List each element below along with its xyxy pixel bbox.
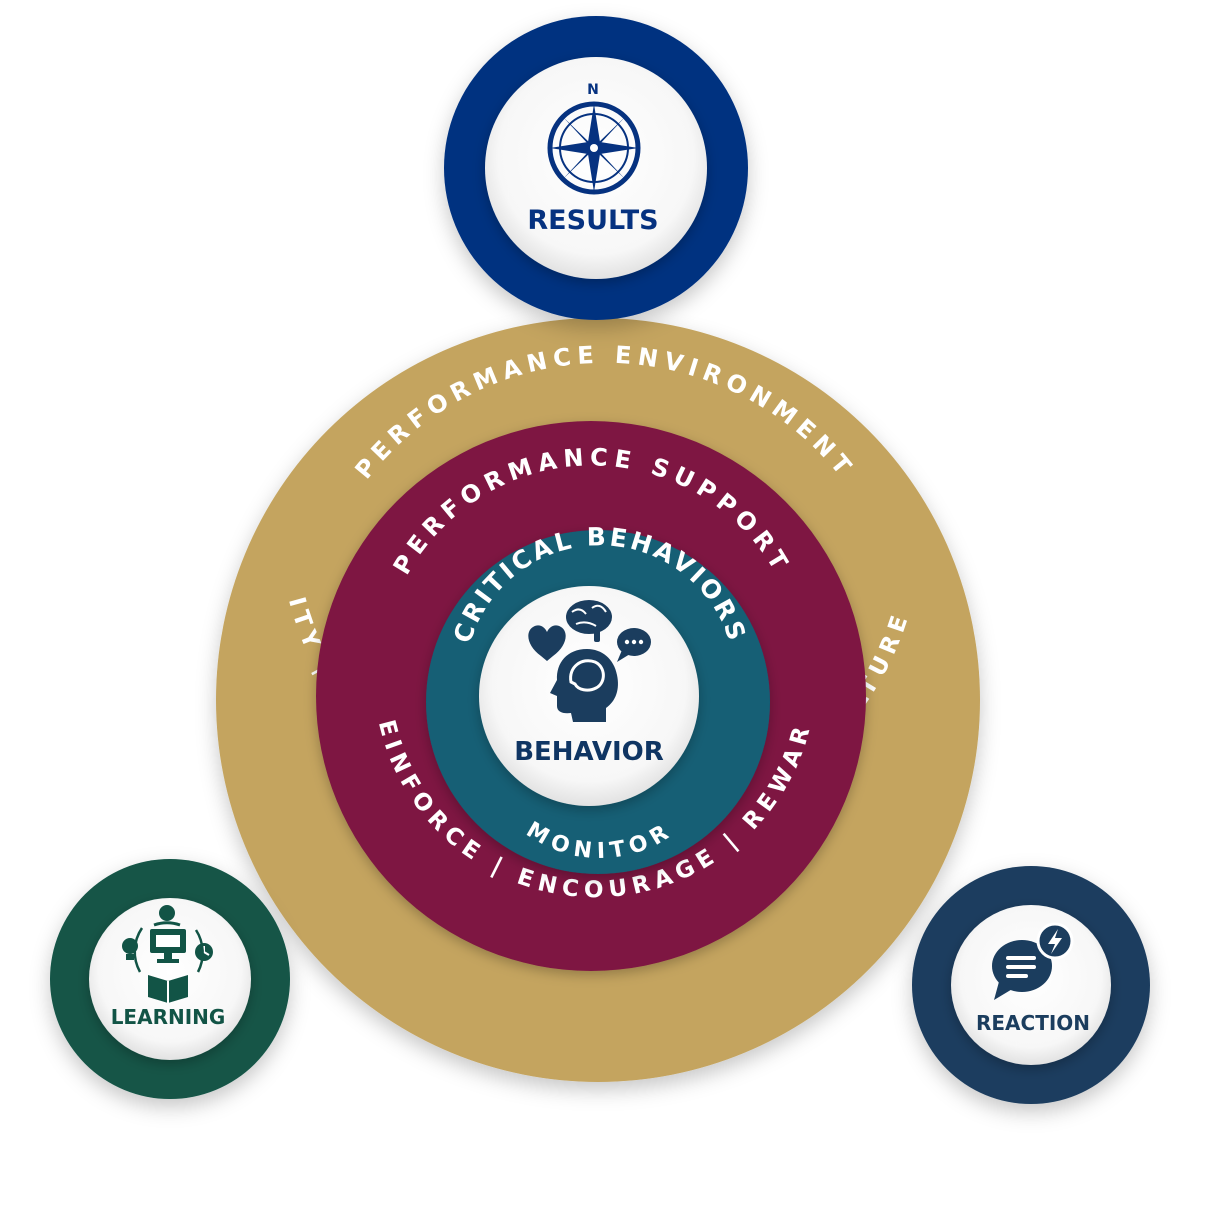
compass-icon (547, 101, 641, 195)
speech-bubble-icon (617, 628, 651, 662)
behavior-label: BEHAVIOR (514, 737, 664, 767)
reaction-label: REACTION (976, 1011, 1090, 1035)
behavior-center: BEHAVIOR (479, 586, 699, 806)
compass-north-letter: N (587, 82, 599, 98)
reaction-node: REACTION (912, 866, 1150, 1104)
learning-label: LEARNING (111, 1005, 226, 1029)
results-label: RESULTS (527, 205, 658, 236)
chat-lightning-icon (992, 922, 1074, 1000)
results-node: N RESULTS (444, 16, 748, 320)
learning-node: LEARNING (50, 859, 290, 1099)
head-icon (550, 649, 618, 722)
learning-icon (122, 905, 213, 1003)
brain-icon (566, 600, 612, 642)
heart-icon (528, 625, 566, 661)
